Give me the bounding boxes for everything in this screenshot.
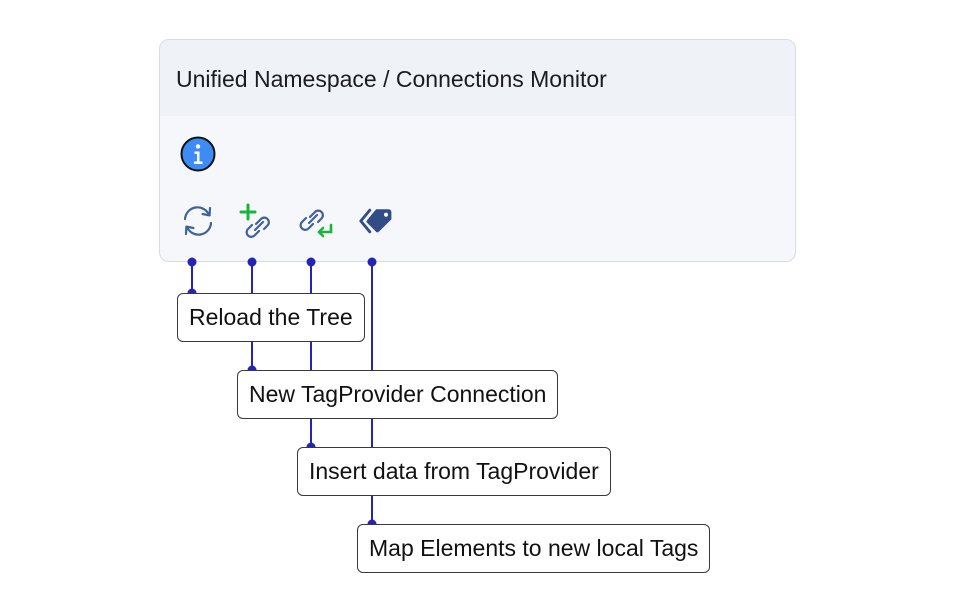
callout-reload-tree: Reload the Tree <box>177 293 365 342</box>
callout-map-elements: Map Elements to new local Tags <box>357 524 711 573</box>
reload-icon <box>183 206 213 236</box>
add-link-icon <box>239 203 270 238</box>
map-tags-button[interactable] <box>359 203 395 239</box>
callout-insert-data: Insert data from TagProvider <box>297 447 611 496</box>
connections-monitor-panel: Unified Namespace / Connections Monitor <box>159 39 796 262</box>
panel-header: Unified Namespace / Connections Monitor <box>160 40 795 116</box>
info-icon[interactable] <box>180 136 216 172</box>
tags-icon <box>359 208 392 234</box>
panel-title: Unified Namespace / Connections Monitor <box>176 66 607 92</box>
reload-button[interactable] <box>180 203 216 239</box>
callout-new-connection: New TagProvider Connection <box>237 370 559 419</box>
new-connection-button[interactable] <box>239 203 275 239</box>
insert-data-button[interactable] <box>298 203 334 239</box>
insert-link-icon <box>299 209 333 238</box>
